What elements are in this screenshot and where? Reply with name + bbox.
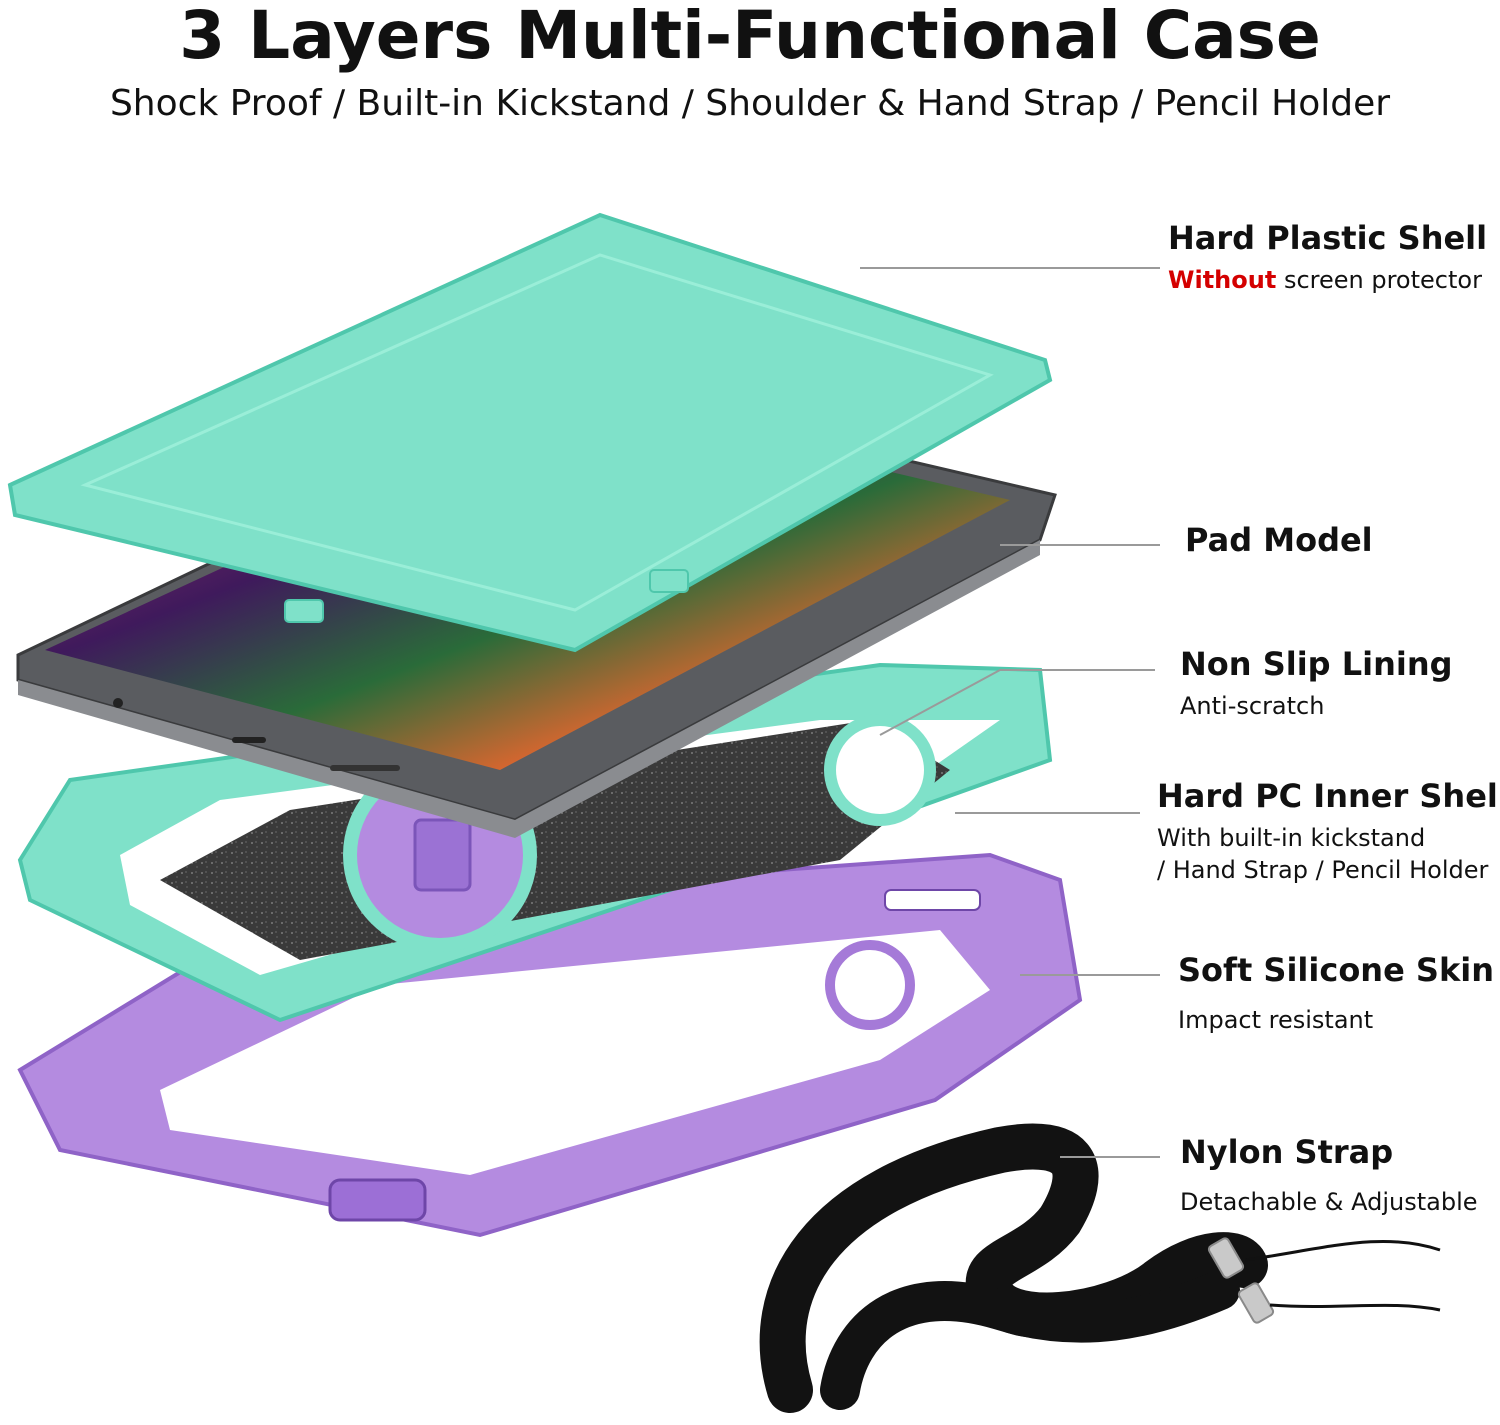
label-desc-line1: With built-in kickstand (1157, 824, 1426, 852)
highlight-text: Without (1168, 266, 1277, 294)
label-nylon-strap: Nylon Strap Detachable & Adjustable (1180, 1132, 1478, 1218)
label-desc: Detachable & Adjustable (1180, 1188, 1478, 1216)
label-hard-pc-inner-shell: Hard PC Inner Shell With built-in kickst… (1157, 776, 1500, 886)
label-hard-plastic-shell: Hard Plastic Shell Without screen protec… (1168, 218, 1487, 296)
label-desc: Impact resistant (1178, 1006, 1374, 1034)
label-title: Non Slip Lining (1180, 645, 1453, 683)
label-non-slip-lining: Non Slip Lining Anti-scratch (1180, 644, 1453, 722)
label-desc: Anti-scratch (1180, 692, 1325, 720)
label-pad-model: Pad Model (1185, 520, 1373, 560)
label-desc: Without screen protector (1168, 264, 1487, 296)
label-title: Nylon Strap (1180, 1133, 1394, 1171)
label-title: Hard Plastic Shell (1168, 219, 1488, 257)
nylon-strap (759, 1123, 1441, 1413)
desc-text: screen protector (1276, 266, 1482, 294)
callout-lines (860, 267, 1160, 1158)
label-soft-silicone-skin: Soft Silicone Skin Impact resistant (1178, 950, 1494, 1036)
label-title: Hard PC Inner Shell (1157, 777, 1500, 815)
hard-plastic-shell (7, 212, 1053, 653)
label-desc-line2: / Hand Strap / Pencil Holder (1157, 856, 1489, 884)
inner-pc-shell (17, 662, 1053, 1023)
page-title: 3 Layers Multi-Functional Case (179, 0, 1321, 74)
page-subtitle: Shock Proof / Built-in Kickstand / Shoul… (109, 83, 1391, 124)
label-title: Pad Model (1185, 521, 1373, 559)
label-title: Soft Silicone Skin (1178, 951, 1494, 989)
